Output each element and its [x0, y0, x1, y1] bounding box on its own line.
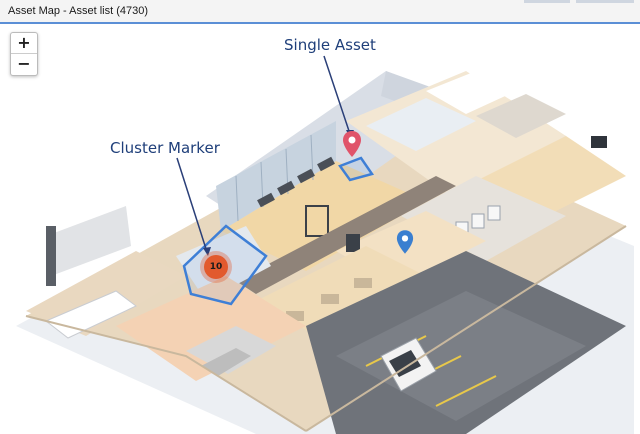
single-asset-marker[interactable]	[342, 130, 362, 158]
asset-map[interactable]: 10 Single Asset Cluster Marker	[6, 26, 634, 434]
panel-title: Asset Map - Asset list (4730)	[8, 5, 148, 17]
cluster-marker[interactable]: 10	[204, 255, 228, 279]
header-tab	[576, 0, 634, 3]
asset-marker[interactable]	[396, 229, 414, 255]
header-tab	[524, 0, 570, 3]
zoom-out-button[interactable]: −	[17, 54, 31, 73]
cluster-count: 10	[209, 262, 223, 272]
cluster-marker-label: Cluster Marker	[110, 139, 220, 157]
panel-header: Asset Map - Asset list (4730)	[0, 0, 640, 24]
floor-plan-illustration	[16, 55, 634, 434]
zoom-in-button[interactable]: +	[11, 33, 37, 54]
single-asset-label: Single Asset	[284, 36, 376, 54]
zoom-control: + −	[10, 32, 38, 76]
